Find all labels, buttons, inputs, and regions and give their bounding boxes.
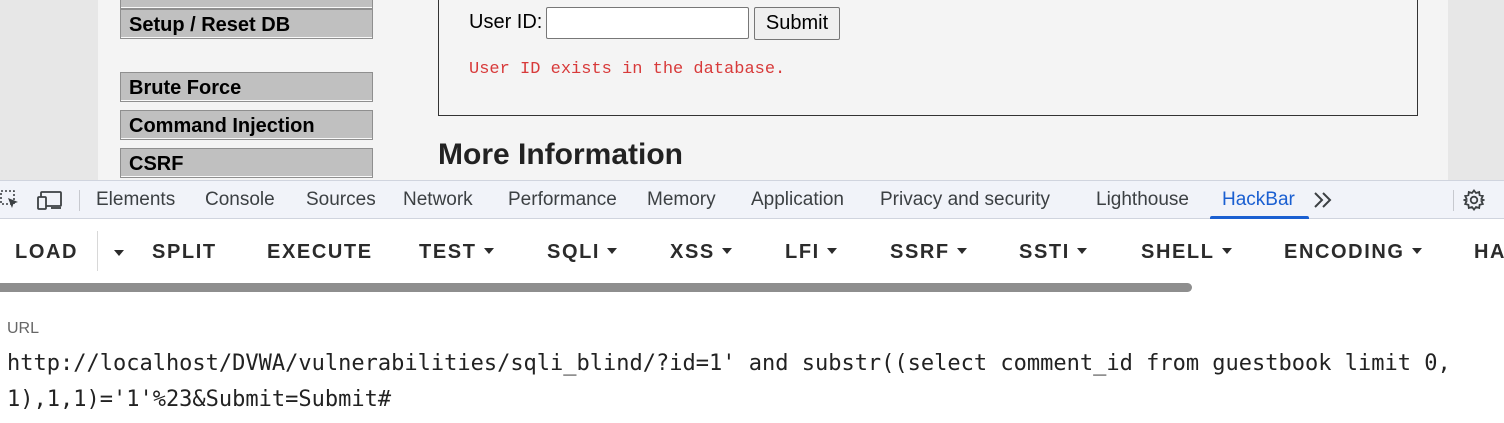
menu-item-brute-force[interactable]: Brute Force: [120, 72, 373, 102]
menu-item-csrf[interactable]: CSRF: [120, 148, 373, 178]
chevron-down-icon: [826, 247, 837, 254]
chevron-down-icon: [721, 247, 732, 254]
tab-network[interactable]: Network: [403, 189, 473, 210]
tab-console[interactable]: Console: [205, 189, 275, 210]
load-button[interactable]: LOAD: [15, 241, 79, 263]
userid-label: User ID:: [469, 11, 543, 33]
ssrf-menu[interactable]: SSRF: [890, 240, 967, 264]
tab-sources[interactable]: Sources: [306, 189, 376, 210]
url-label: URL: [7, 320, 40, 337]
dvwa-page-viewport: Setup / Reset DB Brute Force Command Inj…: [0, 0, 1504, 180]
shell-label: SHELL: [1141, 241, 1215, 263]
devtools-tab-bar: Elements Console Sources Network Perform…: [0, 180, 1504, 219]
chevron-down-icon: [1076, 247, 1087, 254]
load-dropdown-icon[interactable]: [114, 250, 124, 256]
encoding-label: ENCODING: [1284, 241, 1405, 263]
horizontal-scrollbar[interactable]: [0, 283, 1192, 292]
more-tabs-icon[interactable]: [1313, 181, 1333, 219]
split-button[interactable]: SPLIT: [152, 241, 217, 263]
ssti-label: SSTI: [1019, 241, 1070, 263]
menu-item-blank[interactable]: [120, 0, 373, 9]
lfi-label: LFI: [785, 241, 820, 263]
chevron-down-icon: [1411, 247, 1422, 254]
hackbar-toolbar: LOAD SPLIT EXECUTE TEST SQLI XSS LFI SSR…: [0, 220, 1504, 282]
truncated-menu[interactable]: HA: [1474, 241, 1504, 263]
tab-performance[interactable]: Performance: [508, 189, 617, 210]
xss-label: XSS: [670, 241, 715, 263]
tab-hackbar[interactable]: HackBar: [1222, 189, 1295, 210]
chevron-down-icon: [483, 247, 494, 254]
tab-elements[interactable]: Elements: [96, 189, 176, 210]
encoding-menu[interactable]: ENCODING: [1284, 240, 1422, 264]
submit-button[interactable]: Submit: [754, 7, 840, 40]
chevron-down-icon: [956, 247, 967, 254]
device-toolbar-icon[interactable]: [37, 190, 63, 210]
chevron-down-icon: [607, 247, 618, 254]
xss-menu[interactable]: XSS: [670, 240, 732, 264]
tab-memory[interactable]: Memory: [647, 189, 716, 210]
tab-lighthouse[interactable]: Lighthouse: [1096, 189, 1189, 210]
lfi-menu[interactable]: LFI: [785, 240, 837, 264]
menu-item-command-injection[interactable]: Command Injection: [120, 110, 373, 140]
test-label: TEST: [419, 241, 477, 263]
inspect-element-icon[interactable]: [0, 190, 20, 210]
chevron-down-icon: [1221, 247, 1232, 254]
ssti-menu[interactable]: SSTI: [1019, 240, 1087, 264]
active-tab-indicator: [1210, 216, 1309, 219]
menu-item-setup-reset-db[interactable]: Setup / Reset DB: [120, 9, 373, 39]
tab-application[interactable]: Application: [751, 189, 844, 210]
sqli-menu[interactable]: SQLI: [547, 240, 618, 264]
load-divider: [97, 231, 98, 271]
more-information-heading: More Information: [438, 138, 683, 171]
ssrf-label: SSRF: [890, 241, 950, 263]
test-menu[interactable]: TEST: [419, 240, 494, 264]
result-message: User ID exists in the database.: [469, 60, 786, 79]
settings-gear-icon[interactable]: [1462, 189, 1486, 211]
url-textarea[interactable]: http://localhost/DVWA/vulnerabilities/sq…: [7, 351, 1451, 412]
tab-separator: [1453, 190, 1454, 211]
execute-button[interactable]: EXECUTE: [267, 241, 373, 263]
sqli-label: SQLI: [547, 241, 601, 263]
tab-separator: [79, 190, 80, 211]
shell-menu[interactable]: SHELL: [1141, 240, 1232, 264]
tab-privacy-and-security[interactable]: Privacy and security: [880, 189, 1051, 210]
userid-input[interactable]: [546, 7, 749, 39]
